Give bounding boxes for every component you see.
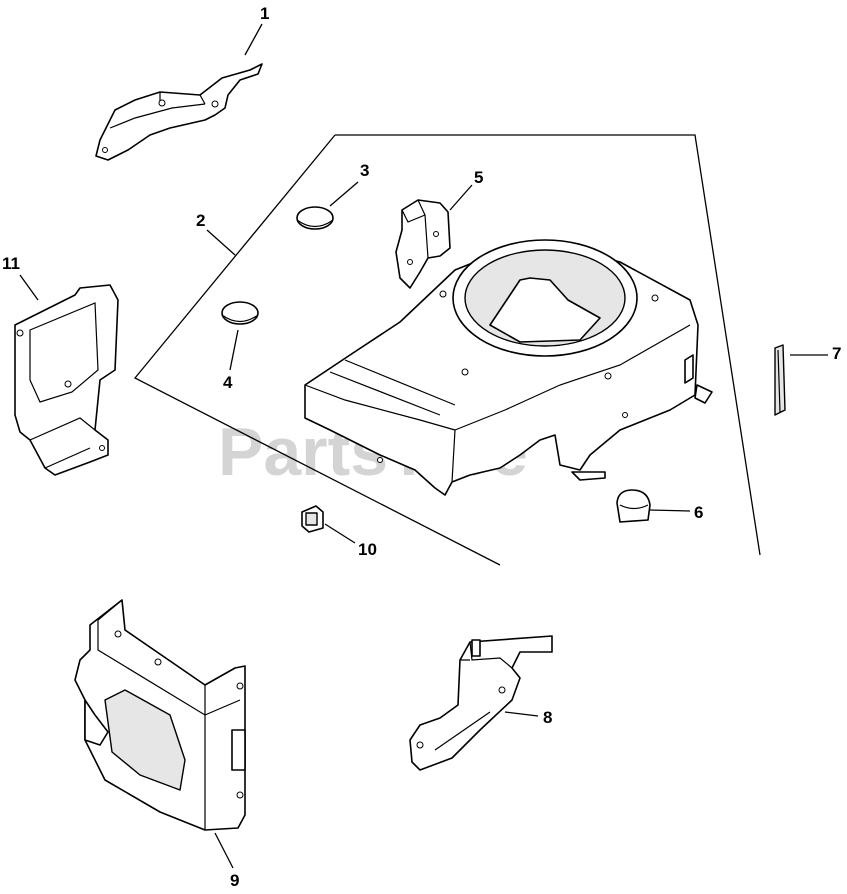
part-5-baffle[interactable] (395, 199, 451, 289)
callout-10: 10 (358, 540, 377, 559)
leader-10 (324, 523, 356, 544)
callout-11: 11 (2, 254, 20, 273)
leader-9 (214, 832, 234, 869)
part-9-shroud[interactable] (74, 599, 246, 831)
part-7-plate[interactable] (774, 344, 786, 416)
part-3-plug[interactable] (296, 206, 334, 230)
leader-1 (244, 23, 263, 56)
leader-11 (19, 274, 39, 301)
leader-3 (329, 181, 359, 207)
leader-2 (206, 229, 236, 256)
part-2-blower-housing[interactable] (304, 239, 713, 496)
callout-3: 3 (360, 161, 369, 180)
leader-5 (449, 184, 473, 211)
callout-9: 9 (230, 871, 239, 890)
part-4-plug[interactable] (221, 301, 259, 325)
part-1-bracket[interactable] (95, 63, 263, 161)
callout-4: 4 (223, 373, 233, 392)
part-6-cap[interactable] (616, 489, 651, 523)
callout-8: 8 (543, 708, 552, 727)
callout-5: 5 (474, 168, 483, 187)
part-11-side-shield[interactable] (14, 284, 119, 476)
callout-7: 7 (832, 344, 841, 363)
part-8-rear-baffle[interactable] (409, 635, 553, 771)
callout-2: 2 (196, 211, 205, 230)
leader-8 (504, 711, 539, 717)
callout-1: 1 (260, 4, 269, 23)
leader-6 (649, 509, 691, 512)
leader-4 (229, 329, 239, 371)
group-outline (133, 134, 761, 566)
callout-6: 6 (694, 503, 703, 522)
part-10-grommet[interactable] (301, 505, 324, 533)
